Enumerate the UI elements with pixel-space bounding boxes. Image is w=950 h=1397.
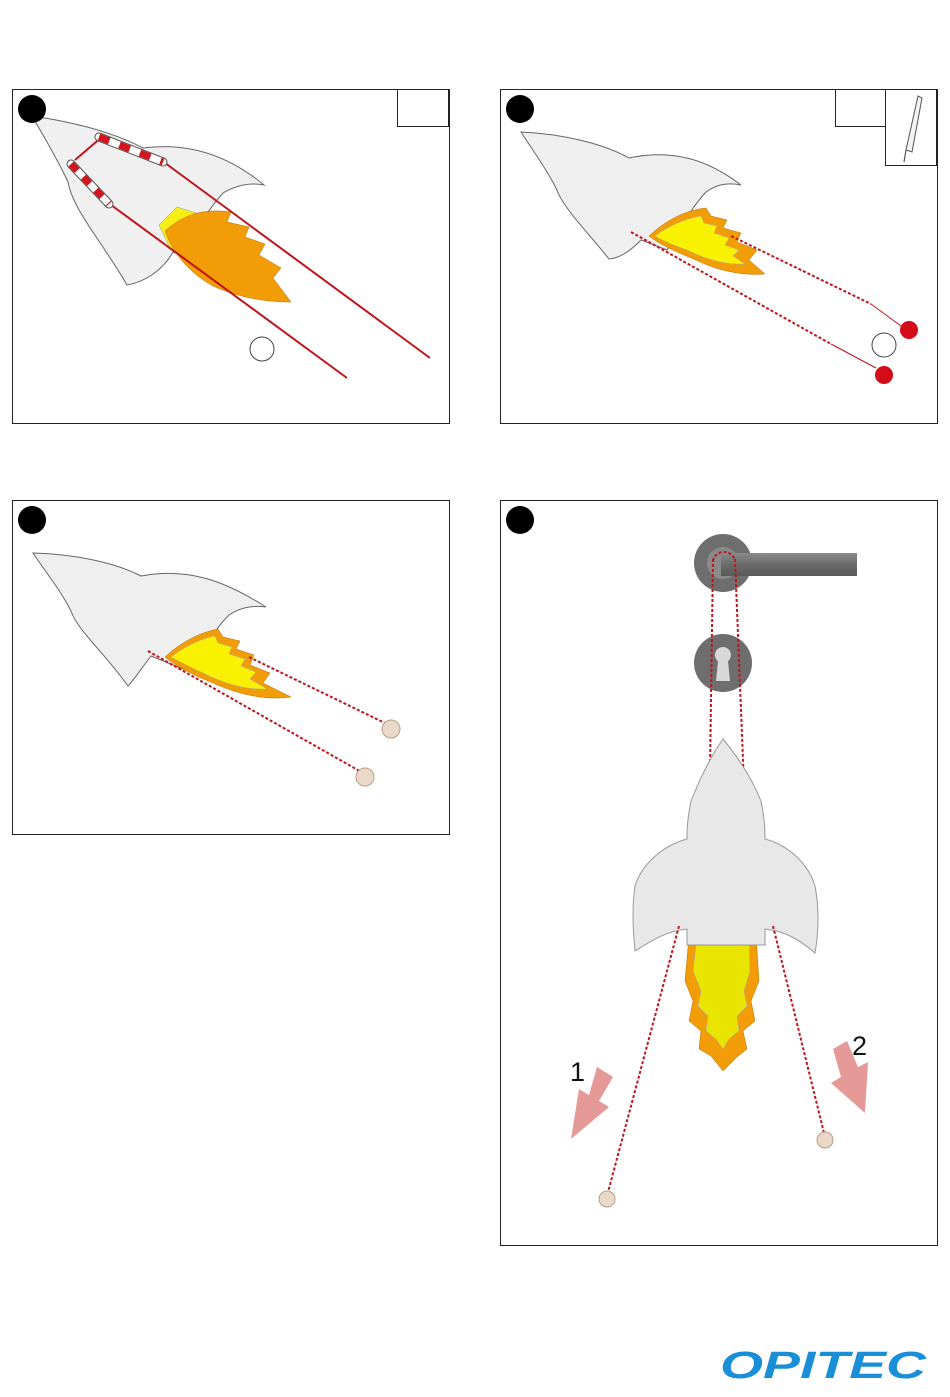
brand-name: OPITEC [720, 1346, 927, 1382]
wood-bead-left [599, 1191, 615, 1207]
step-number-dot [18, 506, 46, 534]
string-lower-end [831, 344, 876, 368]
wood-bead-lower [356, 768, 374, 786]
rocket-body [633, 739, 818, 953]
string-right-lower [773, 926, 825, 1137]
bead-placeholder [872, 333, 896, 357]
step-number-dot [506, 95, 534, 123]
string-left-lower [607, 926, 679, 1196]
needle-tool-icon [886, 90, 936, 165]
bead-placeholder [250, 337, 274, 361]
step-1-panel [12, 89, 450, 424]
red-bead-upper [900, 321, 918, 339]
material-box [835, 89, 887, 127]
arrow-label-1: 1 [570, 1057, 585, 1088]
opitec-logo-graphic: OPITEC [718, 1346, 930, 1382]
string-upper-end [871, 304, 901, 326]
step-2-panel [500, 89, 938, 424]
step-number-dot [18, 95, 46, 123]
wood-bead-upper [382, 720, 400, 738]
step-3-illustration [13, 501, 450, 835]
material-box [397, 89, 449, 127]
step-4-illustration [501, 501, 938, 1246]
step-4-panel: 1 2 [500, 500, 938, 1246]
tool-box [885, 89, 937, 166]
arrow-label-2: 2 [852, 1031, 867, 1062]
step-1-illustration [13, 90, 450, 424]
wood-bead-right [817, 1132, 833, 1148]
door-handle-lever [721, 553, 857, 576]
flame-outer [165, 211, 291, 302]
step-3-panel [12, 500, 450, 835]
red-bead-lower [875, 366, 893, 384]
opitec-logo: OPITEC [718, 1346, 930, 1387]
step-2-illustration [501, 90, 938, 424]
step-number-dot [506, 506, 534, 534]
